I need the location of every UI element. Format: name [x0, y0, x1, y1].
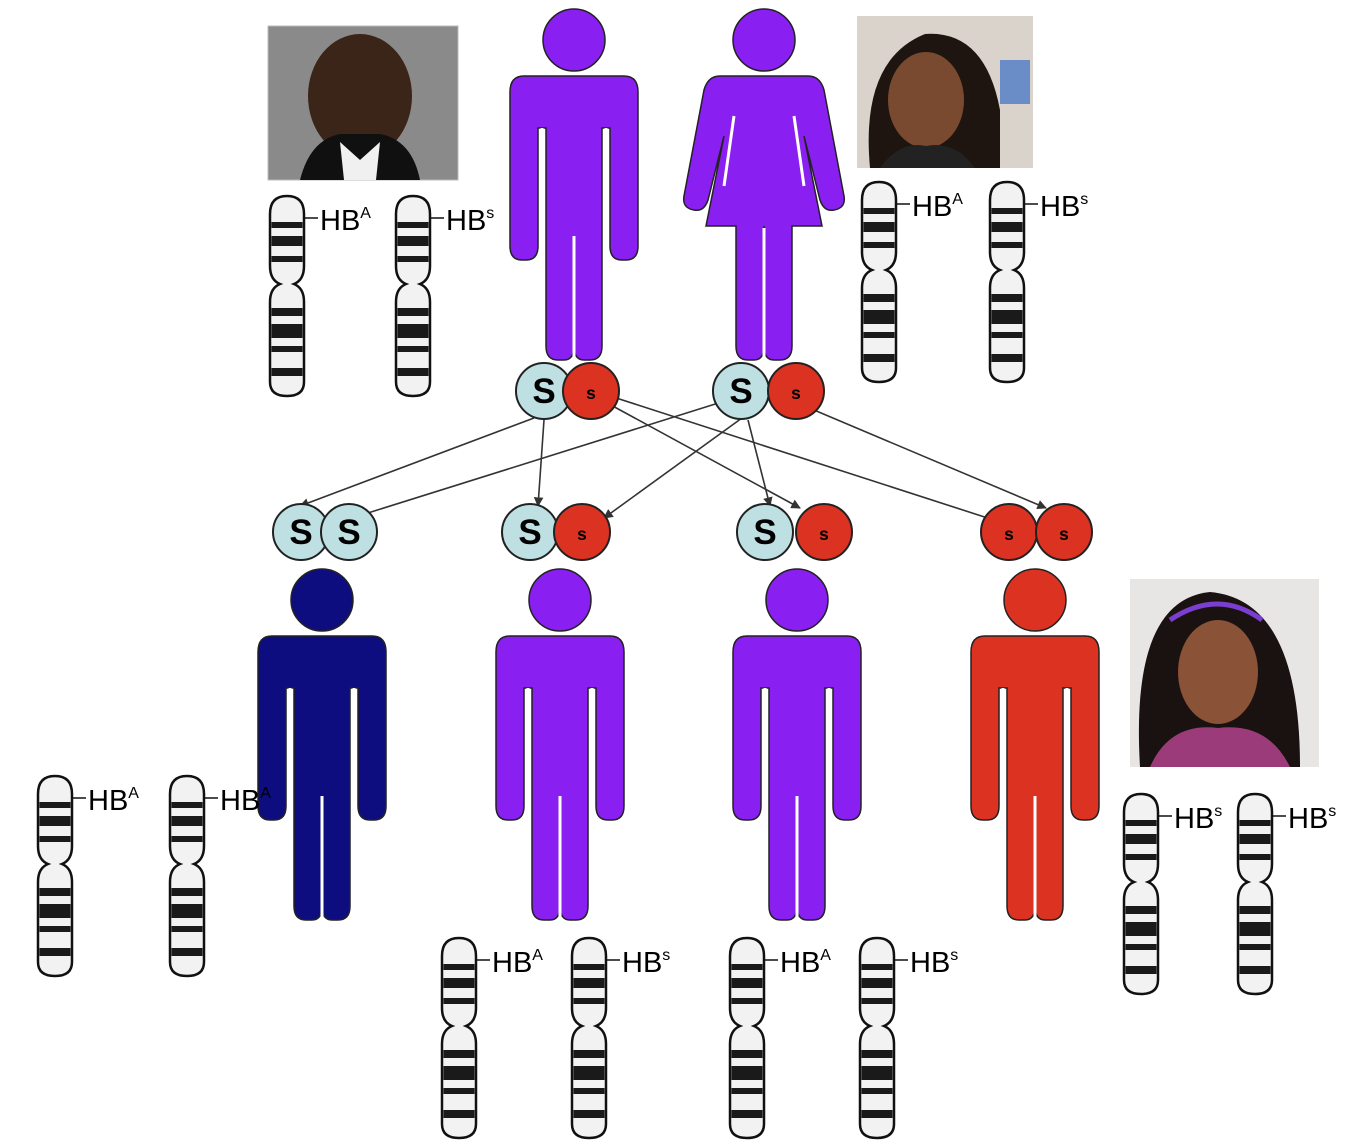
- child-4-allele-2: s: [1035, 503, 1093, 561]
- chromosome-icon: [570, 936, 608, 1140]
- father-allele-2: s: [562, 362, 620, 420]
- svg-text:S: S: [337, 513, 360, 552]
- inheritance-arrows: [299, 395, 1047, 524]
- arrow-mother-S-child-1: [351, 399, 729, 520]
- arrow-father-s-child-3: [597, 397, 801, 509]
- gene-label: HBA: [912, 191, 963, 223]
- arrow-mother-s-child-2: [603, 417, 743, 519]
- child-3-figure: [732, 568, 862, 921]
- father-allele-1: S: [515, 362, 573, 420]
- arrow-father-S-child-1: [299, 417, 535, 508]
- child-4-chromosome-1: HBs: [1122, 792, 1222, 996]
- child-1-figure: [257, 568, 387, 921]
- father-chromosome-2: HBs: [394, 194, 494, 398]
- arrow-mother-s-child-4: [813, 409, 1047, 510]
- mother-head: [732, 8, 796, 72]
- svg-text:S: S: [532, 372, 555, 411]
- svg-text:S: S: [753, 513, 776, 552]
- gene-label: HBA: [220, 785, 271, 817]
- gene-label: HBA: [88, 785, 139, 817]
- gene-label: HBs: [1040, 191, 1088, 223]
- child-4-head: [1003, 568, 1067, 632]
- child-1-allele-1: S: [272, 503, 330, 561]
- gene-label: HBA: [492, 947, 543, 979]
- child-3-head: [765, 568, 829, 632]
- father-head: [542, 8, 606, 72]
- face-shape-icon: [308, 34, 412, 158]
- chromosome-icon: [394, 194, 432, 398]
- mother-chromosome-1: HBA: [860, 180, 963, 384]
- child-3-chromosome-1: HBA: [728, 936, 831, 1140]
- chromosome-icon: [1122, 792, 1160, 996]
- gene-label: HBs: [622, 947, 670, 979]
- chromosome-icon: [728, 936, 766, 1140]
- child-1-head: [290, 568, 354, 632]
- svg-text:s: s: [791, 383, 801, 403]
- child-2-allele-1: S: [501, 503, 559, 561]
- svg-text:s: s: [577, 524, 587, 544]
- chromosome-icon: [440, 936, 478, 1140]
- mother-photo: [857, 16, 1033, 168]
- child-2-chromosome-1: HBA: [440, 936, 543, 1140]
- gene-label: HBA: [320, 205, 371, 237]
- chromosome-icon: [36, 774, 74, 978]
- gene-label: HBs: [910, 947, 958, 979]
- svg-text:s: s: [819, 524, 829, 544]
- child-2-head: [528, 568, 592, 632]
- child-1-allele-2: S: [320, 503, 378, 561]
- mother-allele-2: s: [767, 362, 825, 420]
- chromosome-icon: [268, 194, 306, 398]
- child-4-chromosome-2: HBs: [1236, 792, 1336, 996]
- child-1-chromosome-2: HBA: [168, 774, 271, 978]
- child-2-allele-2: s: [553, 503, 611, 561]
- svg-text:S: S: [289, 513, 312, 552]
- daughter-photo: [1130, 579, 1319, 767]
- svg-text:S: S: [518, 513, 541, 552]
- face-shape-icon: [1178, 620, 1258, 724]
- chromosome-icon: [988, 180, 1026, 384]
- svg-text:S: S: [729, 372, 752, 411]
- chromosome-icon: [168, 774, 206, 978]
- gene-label: HBs: [446, 205, 494, 237]
- arrow-mother-S-child-3: [747, 419, 773, 507]
- svg-text:s: s: [586, 383, 596, 403]
- svg-text:s: s: [1059, 524, 1069, 544]
- gene-label: HBs: [1288, 803, 1336, 835]
- child-4-allele-1: s: [980, 503, 1038, 561]
- mother-allele-1: S: [712, 362, 770, 420]
- chromosome-icon: [860, 180, 898, 384]
- arrow-father-S-child-2: [533, 419, 545, 507]
- father-chromosome-1: HBA: [268, 194, 371, 398]
- svg-text:s: s: [1004, 524, 1014, 544]
- child-1-chromosome-1: HBA: [36, 774, 139, 978]
- face-shape-icon: [888, 52, 964, 148]
- child-2-chromosome-2: HBs: [570, 936, 670, 1140]
- child-2-figure: [495, 568, 625, 921]
- father-figure: [509, 8, 639, 361]
- mother-chromosome-2: HBs: [988, 180, 1088, 384]
- gene-label: HBA: [780, 947, 831, 979]
- gene-label: HBs: [1174, 803, 1222, 835]
- chromosome-icon: [1236, 792, 1274, 996]
- mother-figure: [682, 8, 846, 361]
- child-3-allele-2: s: [795, 503, 853, 561]
- child-4-figure: [970, 568, 1100, 921]
- child-3-chromosome-2: HBs: [858, 936, 958, 1140]
- chromosome-icon: [858, 936, 896, 1140]
- father-photo: [267, 25, 459, 181]
- child-3-allele-1: S: [736, 503, 794, 561]
